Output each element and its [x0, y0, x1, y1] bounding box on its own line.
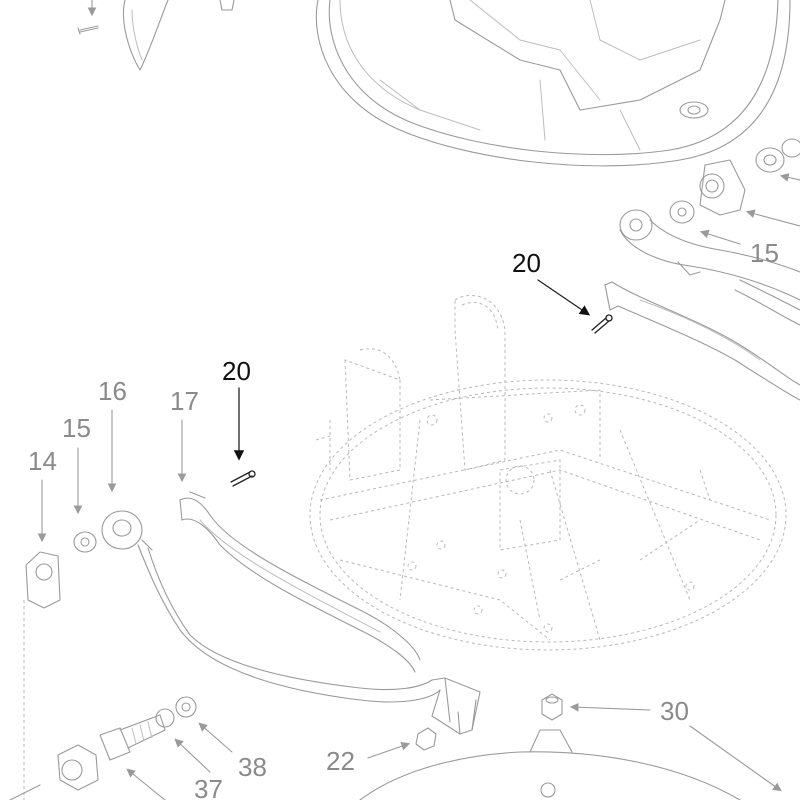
- screw-20-top: [537, 279, 613, 334]
- bracket-part-17: [179, 491, 421, 673]
- nut-part-22: [367, 727, 437, 759]
- callout-17: 17: [170, 386, 199, 416]
- top-left-bolt-part: [77, 0, 99, 35]
- callout-16: 16: [98, 376, 127, 406]
- arm-part-16: [101, 510, 481, 735]
- callout-20-left: 20: [222, 356, 251, 386]
- washer-part-15: [73, 531, 97, 553]
- callout-15-left: 15: [62, 413, 91, 443]
- callout-38: 38: [238, 752, 267, 782]
- nut-part-14: [23, 551, 61, 800]
- screw-20-left: [230, 387, 256, 487]
- top-bracket-part: [122, 0, 235, 71]
- callout-37: 37: [194, 774, 223, 800]
- base-assembly-part: [309, 294, 787, 651]
- top-housing-part: [315, 0, 791, 167]
- right-washer-stack: [669, 138, 800, 245]
- callout-22: 22: [326, 746, 355, 776]
- right-arm-part: [604, 209, 800, 401]
- callout-14: 14: [28, 446, 57, 476]
- callout-15-right: 15: [750, 238, 779, 268]
- callout-labels: 20 20 15 14 15 16 17 30 22 38 37: [28, 238, 779, 800]
- leader-arrows-left: [37, 409, 187, 543]
- spacer-part-30: [359, 693, 782, 800]
- callout-30: 30: [660, 696, 689, 726]
- bolt-hardware-group: [9, 696, 233, 800]
- callout-20-top: 20: [512, 248, 541, 278]
